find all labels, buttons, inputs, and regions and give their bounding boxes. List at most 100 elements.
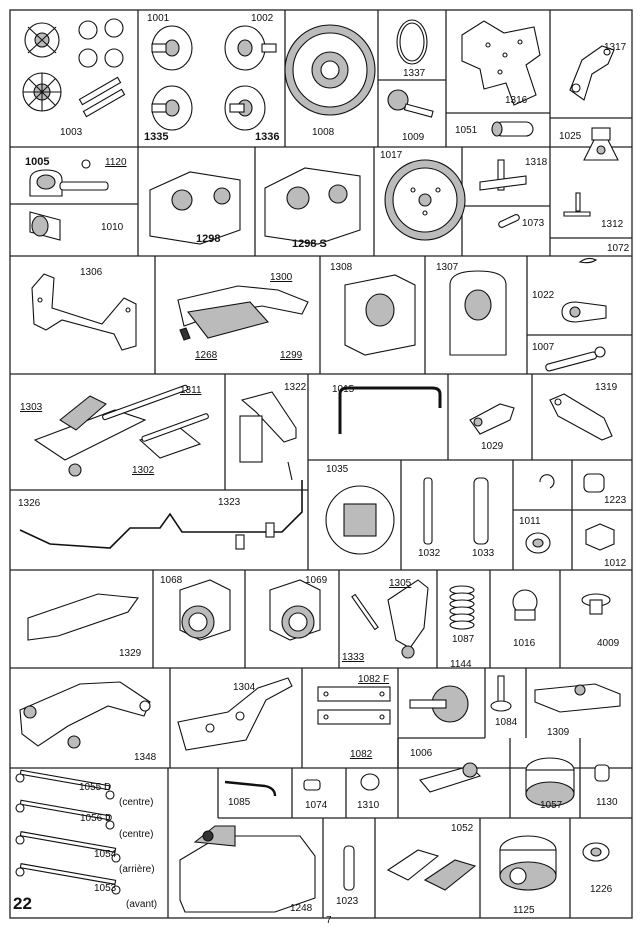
label-1335: 1335 bbox=[144, 131, 169, 143]
label-1006: 1006 bbox=[410, 748, 433, 759]
c-clip-drawing bbox=[539, 474, 555, 489]
label-1304: 1304 bbox=[233, 682, 256, 693]
label-1144: 1144 bbox=[450, 659, 472, 670]
part-4009-drawing bbox=[581, 593, 611, 615]
label-1130: 1130 bbox=[596, 797, 618, 808]
label-1307: 1307 bbox=[436, 262, 459, 273]
part-1074-drawing bbox=[303, 779, 321, 791]
arm-1348-drawing bbox=[19, 681, 151, 749]
label-1032: 1032 bbox=[418, 548, 441, 559]
label-1051: 1051 bbox=[455, 125, 478, 136]
ball-1016-drawing bbox=[512, 589, 538, 621]
page-number: 22 bbox=[13, 894, 32, 913]
part-1319-drawing bbox=[549, 393, 613, 441]
label-4009: 4009 bbox=[597, 638, 620, 649]
part-1144-drawing bbox=[409, 685, 469, 723]
label-1308: 1308 bbox=[330, 262, 353, 273]
label-1326: 1326 bbox=[18, 498, 41, 509]
spring-1087-drawing bbox=[449, 585, 475, 630]
drive-shafts-drawing bbox=[15, 769, 121, 895]
label-1085: 1085 bbox=[228, 797, 251, 808]
clutch-bell-drawing bbox=[525, 757, 575, 807]
label-1022: 1022 bbox=[532, 290, 555, 301]
arm-1304-drawing bbox=[177, 677, 293, 751]
part-1007-drawing bbox=[545, 346, 606, 372]
label-1025: 1025 bbox=[559, 131, 582, 142]
label-1073: 1073 bbox=[522, 218, 545, 229]
wire-link-drawing bbox=[19, 480, 303, 549]
label-1069: 1069 bbox=[305, 575, 328, 586]
label-1316: 1316 bbox=[505, 95, 528, 106]
part-1226-drawing bbox=[582, 842, 610, 862]
label-1337: 1337 bbox=[403, 68, 426, 79]
part-1084-drawing bbox=[490, 675, 512, 712]
label-1319: 1319 bbox=[595, 382, 618, 393]
part-1010-drawing bbox=[29, 211, 61, 241]
label-1003: 1003 bbox=[60, 127, 83, 138]
bottom-mark: 7 bbox=[326, 915, 332, 926]
part-1306-drawing bbox=[31, 273, 137, 351]
label-1223: 1223 bbox=[604, 495, 627, 506]
position-avant: (avant) bbox=[126, 899, 158, 910]
label-1312: 1312 bbox=[601, 219, 624, 230]
label-1322: 1322 bbox=[284, 382, 307, 393]
part-1051-drawing bbox=[491, 121, 534, 137]
grid-lines bbox=[9, 9, 633, 919]
position-centre: (centre) bbox=[119, 797, 154, 808]
part-1318-drawing bbox=[479, 159, 527, 191]
part-1130-drawing bbox=[594, 764, 610, 782]
label-1012: 1012 bbox=[604, 558, 627, 569]
label-1054: 1054 bbox=[94, 849, 117, 860]
gearbox-housing-drawing bbox=[149, 167, 361, 245]
label-1023: 1023 bbox=[336, 896, 359, 907]
pin-1032-drawing bbox=[423, 477, 433, 545]
label-1074: 1074 bbox=[305, 800, 328, 811]
label-1010: 1010 bbox=[101, 222, 124, 233]
label-1001: 1001 bbox=[147, 13, 170, 24]
label-1068: 1068 bbox=[160, 575, 183, 586]
part-1025-drawing bbox=[583, 127, 619, 161]
label-1007: 1007 bbox=[532, 342, 555, 353]
label-1318: 1318 bbox=[525, 157, 548, 168]
label-1072: 1072 bbox=[607, 243, 630, 254]
label-1002: 1002 bbox=[251, 13, 274, 24]
label-1310: 1310 bbox=[357, 800, 380, 811]
ring-gear-drawing bbox=[284, 24, 376, 116]
label-1323: 1323 bbox=[218, 497, 241, 508]
label-1268: 1268 bbox=[195, 350, 218, 361]
position-centre-2: (centre) bbox=[119, 829, 154, 840]
label-1056d: 1056 D bbox=[80, 813, 113, 824]
label-1125: 1125 bbox=[513, 905, 535, 916]
label-1084: 1084 bbox=[495, 717, 518, 728]
label-1029: 1029 bbox=[481, 441, 504, 452]
label-1033: 1033 bbox=[472, 548, 495, 559]
part-1022-drawing bbox=[561, 301, 607, 323]
part-1011-drawing bbox=[525, 532, 551, 554]
bevel-gear-set-drawing bbox=[22, 18, 126, 118]
nut-1012-drawing bbox=[585, 523, 615, 551]
label-1298s: 1298 S bbox=[292, 238, 327, 250]
spur-gear-drawing bbox=[384, 159, 466, 241]
label-1017: 1017 bbox=[380, 150, 403, 161]
label-1298: 1298 bbox=[196, 233, 221, 245]
chassis-plate-drawing bbox=[461, 20, 541, 106]
label-1348: 1348 bbox=[134, 752, 157, 763]
part-1300-drawing bbox=[177, 285, 309, 341]
part-1085-drawing bbox=[224, 780, 277, 797]
pinion-drawing bbox=[387, 89, 434, 118]
label-1226: 1226 bbox=[590, 884, 613, 895]
label-1333: 1333 bbox=[342, 652, 365, 663]
part-1125-drawing bbox=[499, 835, 557, 891]
part-1029-drawing bbox=[469, 403, 515, 435]
label-1248: 1248 bbox=[290, 903, 313, 914]
label-1120: 1120 bbox=[105, 157, 127, 168]
label-1008: 1008 bbox=[312, 127, 335, 138]
label-1009: 1009 bbox=[402, 132, 425, 143]
hub-carrier-drawing bbox=[179, 579, 321, 641]
label-1053: 1053 bbox=[94, 883, 117, 894]
label-1329: 1329 bbox=[119, 648, 142, 659]
position-arriere: (arrière) bbox=[119, 864, 155, 875]
label-1087: 1087 bbox=[452, 634, 475, 645]
label-1309: 1309 bbox=[547, 727, 570, 738]
label-1299: 1299 bbox=[280, 350, 303, 361]
